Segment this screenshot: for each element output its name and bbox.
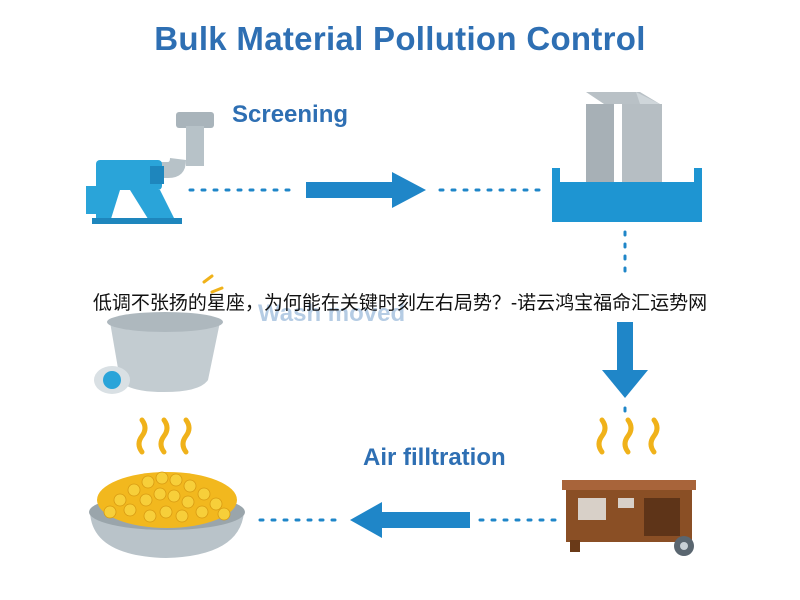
- step-label-wash: Wash moved: [258, 300, 406, 327]
- wash-tank-icon: [552, 92, 702, 222]
- heater-unit-icon: [562, 417, 696, 556]
- step-label-screening: Screening: [232, 101, 349, 128]
- step-label-air-filtration: Air filltration: [363, 444, 506, 471]
- flow-arrow-right: [602, 230, 648, 422]
- wash-basin-icon: [94, 274, 224, 394]
- diagram-title: Bulk Material Pollution Control: [154, 20, 646, 57]
- grain-bowl-icon: [89, 417, 245, 558]
- flow-arrow-top: [188, 172, 542, 208]
- screening-machine-icon: [86, 112, 214, 224]
- overlay-caption: 低调不张扬的星座，为何能在关键时刻左右局势？-诺云鸿宝福命汇运势网: [92, 293, 708, 314]
- flow-arrow-bottom: [253, 502, 557, 538]
